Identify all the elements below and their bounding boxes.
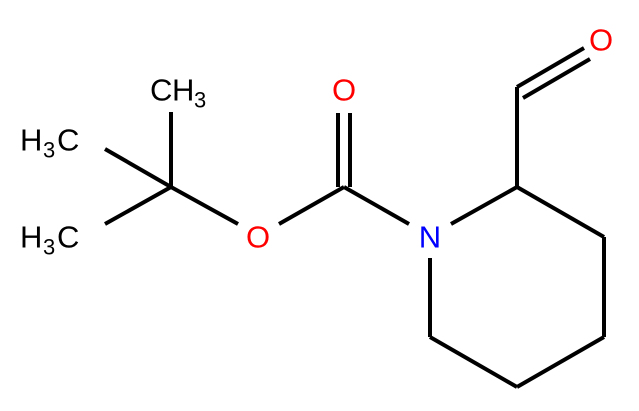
ester-o-to-tbutyl-bond [170, 185, 239, 226]
methyl-mid-sub: 3 [43, 138, 55, 163]
methyl-top-h: H [172, 73, 194, 108]
ester-oxygen-label: O [246, 220, 270, 255]
methyl-low-label: H 3 C [20, 220, 79, 260]
aldehyde-double-bond-b [521, 57, 592, 100]
methyl-mid-label: H 3 C [20, 123, 79, 163]
methyl-top-sub: 3 [194, 88, 206, 113]
methyl-top-label: C H 3 [150, 73, 206, 113]
aldehyde-oxygen-label: O [589, 23, 613, 58]
ring-bond-c5-c6 [429, 335, 518, 389]
atom-labels: O O O N C H 3 H 3 C H 3 C [20, 23, 613, 260]
tbutyl-to-methyl-mid-bond [104, 147, 172, 189]
methyl-mid-c: C [57, 123, 79, 158]
carbonyl-oxygen-label: O [332, 73, 356, 108]
ring-bond-n-c2 [450, 185, 518, 226]
n-to-carbamate-bond [343, 185, 410, 226]
methyl-mid-h: H [20, 123, 42, 158]
ring-bond-c2-c3 [516, 185, 605, 239]
bonds [104, 46, 606, 389]
carbamate-to-ester-o-bond [278, 185, 345, 226]
methyl-top-c: C [150, 73, 172, 108]
methyl-low-h: H [20, 220, 42, 255]
methyl-low-sub: 3 [43, 235, 55, 260]
ring-nitrogen-label: N [419, 220, 441, 255]
methyl-low-c: C [57, 220, 79, 255]
tbutyl-to-methyl-low-bond [104, 185, 172, 226]
ring-bond-c4-c5 [516, 335, 605, 389]
aldehyde-double-bond-a [515, 46, 586, 89]
